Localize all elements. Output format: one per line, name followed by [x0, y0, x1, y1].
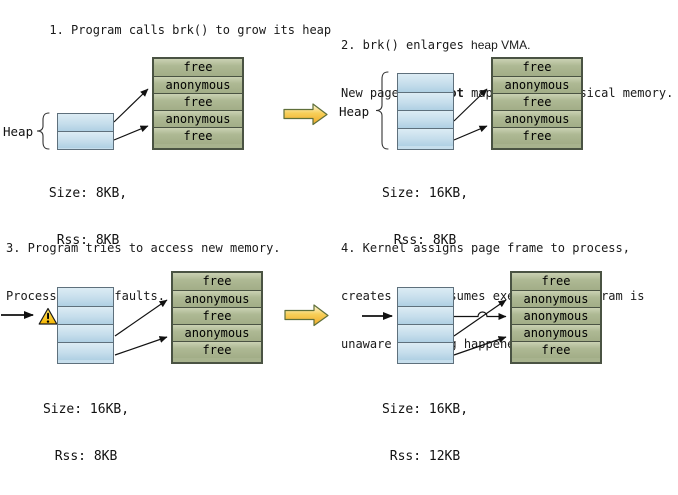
- page-frame-row: free: [493, 127, 581, 144]
- size-value: Size: 16KB,: [42, 402, 130, 417]
- heap-brace-icon: [36, 112, 50, 150]
- page-frame-row: free: [154, 93, 242, 110]
- page-frame-row: anonymous: [493, 76, 581, 93]
- page-frame-row: anonymous: [154, 110, 242, 127]
- page-frames-stack: free anonymous free anonymous free: [491, 57, 583, 150]
- size-value: Size: 16KB,: [381, 186, 469, 201]
- size-rss-label: Size: 8KB, Rss: 8KB: [28, 155, 148, 279]
- page-frame-row: free: [173, 273, 261, 290]
- page-frame-row: free: [493, 93, 581, 110]
- panel-step-4: 4. Kernel assigns page frame to process,…: [339, 201, 678, 464]
- heap-page: [398, 128, 453, 146]
- page-frame-row: anonymous: [512, 324, 600, 341]
- caption-line: 1. Program calls brk() to grow its heap: [49, 23, 332, 37]
- heap-page: [398, 324, 453, 342]
- heap-label: Heap: [339, 104, 370, 119]
- heap-vma-stack: [397, 73, 454, 150]
- step-1-caption: 1. Program calls brk() to grow its heap: [6, 6, 331, 54]
- rss-value: Rss: 8KB: [56, 232, 120, 248]
- page-fault-warning-icon: [38, 307, 58, 325]
- heap-page: [398, 92, 453, 110]
- page-frames-stack: free anonymous anonymous anonymous free: [510, 271, 602, 364]
- page-frame-row: anonymous: [512, 307, 600, 324]
- mapping-arrow: [453, 336, 507, 356]
- step-4-connectors: [362, 299, 507, 356]
- page-frame-row: free: [154, 59, 242, 76]
- heap-page: [58, 306, 113, 324]
- mapping-arrow: [453, 125, 488, 141]
- rss-value: Rss: 8KB: [54, 448, 118, 464]
- caption-line: 3. Program tries to access new memory.: [6, 241, 281, 255]
- heap-page: [58, 114, 113, 131]
- page-frame-row: anonymous: [154, 76, 242, 93]
- next-step-arrow-icon: [283, 103, 328, 126]
- panel-step-2: 2. brk() enlarges heap VMA. New pages ar…: [339, 0, 678, 248]
- heap-vma-stack: [397, 287, 454, 364]
- page-frame-row: free: [173, 341, 261, 358]
- heap-page: [58, 131, 113, 148]
- page-frame-row: anonymous: [173, 324, 261, 341]
- page-frame-row: free: [512, 273, 600, 290]
- page-frame-row: free: [493, 59, 581, 76]
- heap-page: [398, 288, 453, 306]
- size-rss-label: Size: 16KB, Rss: 12KB: [365, 371, 485, 495]
- mapping-arrow-with-hop: [454, 311, 507, 320]
- page-frames-stack: free anonymous free anonymous free: [152, 57, 244, 150]
- caption-text-sans: heap VMA.: [471, 38, 531, 52]
- mapping-arrow: [114, 336, 168, 356]
- mapping-arrow: [113, 88, 149, 123]
- page-frames-stack: free anonymous free anonymous free: [171, 271, 263, 364]
- size-value: Size: 8KB,: [48, 186, 128, 201]
- mapping-arrow: [453, 88, 488, 122]
- caption-text: 2. brk() enlarges: [341, 38, 472, 52]
- mapping-arrow: [114, 299, 168, 337]
- heap-vma-stack: [57, 287, 114, 364]
- rss-value: Rss: 12KB: [389, 448, 461, 464]
- mapping-arrow: [453, 299, 507, 337]
- heap-page: [58, 288, 113, 306]
- heap-label: Heap: [3, 124, 34, 139]
- step-2-connectors: [375, 71, 488, 150]
- caption-line: 2. brk() enlarges heap VMA.: [341, 37, 673, 53]
- panel-step-1: 1. Program calls brk() to grow its heap …: [0, 0, 339, 248]
- heap-vma-stack: [57, 113, 114, 150]
- heap-page: [398, 110, 453, 128]
- size-rss-label: Size: 16KB, Rss: 8KB: [26, 371, 146, 495]
- next-step-arrow-icon: [284, 304, 329, 327]
- page-frame-row: anonymous: [493, 110, 581, 127]
- size-value: Size: 16KB,: [381, 402, 469, 417]
- rss-value: Rss: 8KB: [393, 232, 457, 248]
- heap-page: [58, 324, 113, 342]
- step-3-connectors: [1, 299, 168, 356]
- page-frame-row: free: [173, 307, 261, 324]
- heap-page: [398, 306, 453, 324]
- heap-page: [398, 342, 453, 360]
- caption-line: 4. Kernel assigns page frame to process,: [341, 241, 630, 255]
- mapping-arrow: [113, 125, 149, 141]
- step-1-connectors: [36, 88, 149, 150]
- page-frame-row: free: [154, 127, 242, 144]
- page-frame-row: free: [512, 341, 600, 358]
- heap-page: [398, 74, 453, 92]
- size-rss-label: Size: 16KB, Rss: 8KB: [365, 155, 485, 279]
- panel-step-3: 3. Program tries to access new memory. P…: [0, 201, 339, 464]
- page-frame-row: anonymous: [173, 290, 261, 307]
- diagram-canvas: 1. Program calls brk() to grow its heap …: [0, 0, 678, 464]
- heap-page: [58, 342, 113, 360]
- page-frame-row: anonymous: [512, 290, 600, 307]
- heap-brace-icon: [375, 71, 389, 150]
